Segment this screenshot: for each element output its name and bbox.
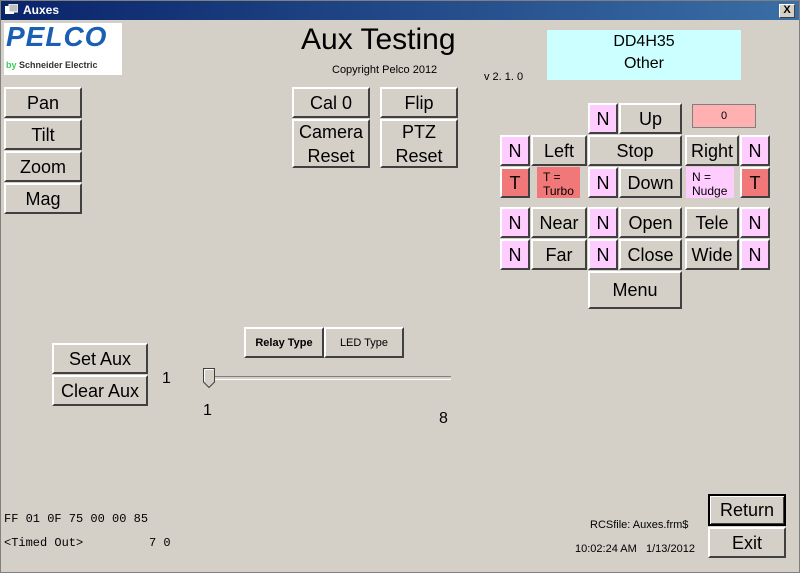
near-button[interactable]: Near (531, 207, 587, 238)
relay-type-button[interactable]: Relay Type (244, 327, 324, 358)
right-nudge-button[interactable]: N (740, 135, 770, 166)
clear-aux-button[interactable]: Clear Aux (52, 375, 148, 406)
close-nudge-button[interactable]: N (588, 239, 618, 270)
left-turbo-button[interactable]: T (500, 167, 530, 198)
tilt-button[interactable]: Tilt (4, 119, 82, 150)
ptz-reset-line2: Reset (395, 145, 443, 166)
timeout-values: 7 0 (149, 536, 171, 550)
tagline-company: Schneider Electric (19, 60, 98, 70)
slider-min-label: 1 (203, 402, 212, 419)
zoom-button[interactable]: Zoom (4, 151, 82, 182)
nudge-note-line2: Nudge (692, 184, 728, 198)
camera-reset-line1: Camera (298, 121, 364, 142)
tagline-by: by (6, 60, 17, 70)
left-button[interactable]: Left (531, 135, 587, 166)
left-nudge-button[interactable]: N (500, 135, 530, 166)
tele-button[interactable]: Tele (685, 207, 739, 238)
iris-close-button[interactable]: Close (619, 239, 682, 270)
schneider-tagline: by Schneider Electric (6, 60, 98, 70)
far-button[interactable]: Far (531, 239, 587, 270)
led-type-button[interactable]: LED Type (324, 327, 404, 358)
aux-slider[interactable] (203, 367, 455, 391)
nudge-note: N = Nudge (686, 167, 734, 198)
return-button[interactable]: Return (708, 494, 786, 526)
right-button[interactable]: Right (685, 135, 739, 166)
camera-reset-line2: Reset (307, 145, 355, 166)
up-nudge-button[interactable]: N (588, 103, 618, 134)
hex-command-readout: FF 01 0F 75 00 00 85 (4, 512, 149, 526)
ptz-reset-line1: PTZ (402, 121, 436, 142)
down-nudge-button[interactable]: N (588, 167, 618, 198)
up-button[interactable]: Up (619, 103, 682, 134)
open-button[interactable]: Open (619, 207, 682, 238)
flip-button[interactable]: Flip (380, 87, 458, 118)
tele-nudge-button[interactable]: N (740, 207, 770, 238)
aux-slider-track (207, 376, 451, 380)
device-info-panel: DD4H35 Other (547, 30, 741, 80)
date-label: 1/13/2012 (646, 543, 695, 555)
open-nudge-button[interactable]: N (588, 207, 618, 238)
right-turbo-button[interactable]: T (740, 167, 770, 198)
menu-button[interactable]: Menu (588, 271, 682, 309)
timeout-status: <Timed Out> (4, 536, 84, 550)
ptz-reset-button[interactable]: PTZ Reset (380, 119, 458, 168)
nudge-note-line1: N = (692, 170, 712, 184)
device-model: DD4H35 (613, 33, 675, 50)
window-title: Auxes (23, 3, 60, 17)
mag-button[interactable]: Mag (4, 183, 82, 214)
copyright-label: Copyright Pelco 2012 (332, 64, 438, 76)
device-type: Other (623, 55, 664, 72)
down-button[interactable]: Down (619, 167, 682, 198)
near-nudge-button[interactable]: N (500, 207, 530, 238)
title-bar: Auxes X (1, 1, 799, 20)
counter-display: 0 (692, 104, 756, 128)
wide-button[interactable]: Wide (685, 239, 739, 270)
aux-slider-thumb[interactable] (203, 368, 215, 388)
time-label: 10:02:24 AM (575, 543, 637, 555)
close-button[interactable]: X (779, 4, 795, 18)
turbo-note-line2: Turbo (543, 184, 574, 198)
set-aux-button[interactable]: Set Aux (52, 343, 148, 374)
exit-button[interactable]: Exit (708, 527, 786, 558)
page-title: Aux Testing (301, 23, 456, 56)
pan-button[interactable]: Pan (4, 87, 82, 118)
turbo-note-line1: T = (543, 170, 561, 184)
cal0-button[interactable]: Cal 0 (292, 87, 370, 118)
rcsfile-label: RCSfile: Auxes.frm$ (590, 519, 689, 531)
pelco-wordmark: PELCO (6, 21, 108, 52)
camera-reset-button[interactable]: Camera Reset (292, 119, 370, 168)
turbo-note: T = Turbo (537, 167, 580, 198)
slider-max-label: 8 (439, 410, 448, 427)
pelco-logo: PELCO by Schneider Electric (4, 21, 122, 75)
app-icon (5, 4, 18, 14)
stop-button[interactable]: Stop (588, 135, 682, 166)
aux-current-value: 1 (162, 370, 171, 387)
far-nudge-button[interactable]: N (500, 239, 530, 270)
wide-nudge-button[interactable]: N (740, 239, 770, 270)
version-label: v 2. 1. 0 (484, 71, 524, 83)
